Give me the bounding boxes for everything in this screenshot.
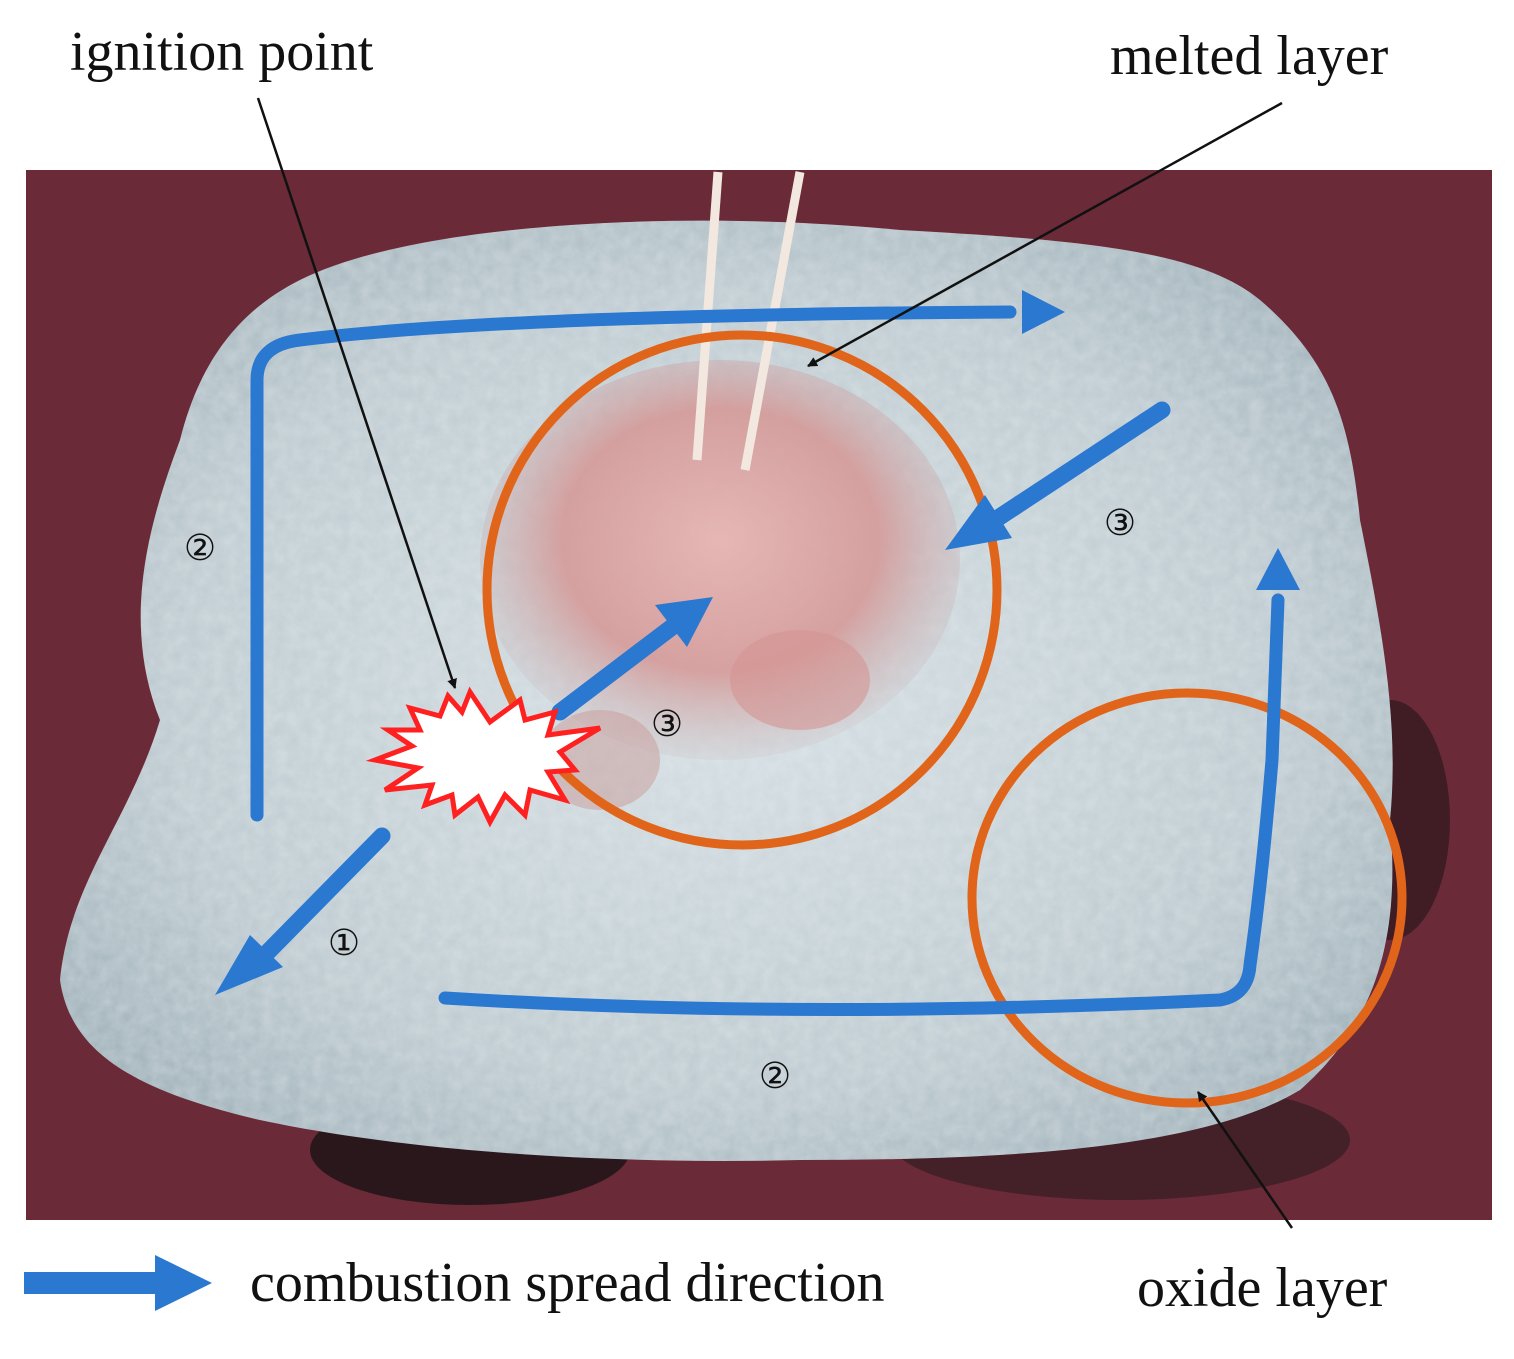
melted-layer-label: melted layer <box>1110 25 1389 87</box>
spread-arrow-three-center <box>551 615 685 721</box>
melted-spot <box>730 630 870 730</box>
photo <box>26 170 1492 1220</box>
oxide-layer-label: oxide layer <box>1137 1257 1388 1319</box>
spread-arrow-one <box>249 827 391 971</box>
spread-arrow-head <box>215 935 283 995</box>
melted-layer-leader <box>807 101 1283 368</box>
legend-arrow-head <box>155 1255 212 1311</box>
ignition-point-leader <box>256 97 457 689</box>
ignition-point-label: ignition point <box>70 21 374 83</box>
stage-marker-two-bottom: ② <box>759 1056 791 1097</box>
spread-arrow-head <box>1256 548 1300 590</box>
spread-arrow-three-right <box>989 401 1171 527</box>
legend-arrow-shaft <box>24 1272 164 1294</box>
legend-arrow <box>24 1255 212 1311</box>
spread-arrow-bottom-loop <box>438 593 1285 1017</box>
oxide-layer-leader <box>1196 1091 1294 1229</box>
ignition-starburst-icon <box>365 686 602 828</box>
spread-arrow-top-loop <box>250 305 1017 822</box>
stage-marker-three-center: ③ <box>651 704 683 745</box>
stage-marker-one: ① <box>328 923 360 964</box>
spread-arrows <box>215 290 1300 1017</box>
spread-arrow-head <box>945 495 1012 550</box>
legend-text: combustion spread direction <box>250 1252 885 1314</box>
spread-arrow-head <box>1022 290 1065 334</box>
stage-marker-three-right: ③ <box>1104 503 1136 544</box>
melted-layer-circle <box>482 330 1002 850</box>
stage-marker-two-left: ② <box>184 528 216 569</box>
spread-arrow-head <box>655 597 713 647</box>
oxide-layer-circle <box>967 688 1407 1108</box>
